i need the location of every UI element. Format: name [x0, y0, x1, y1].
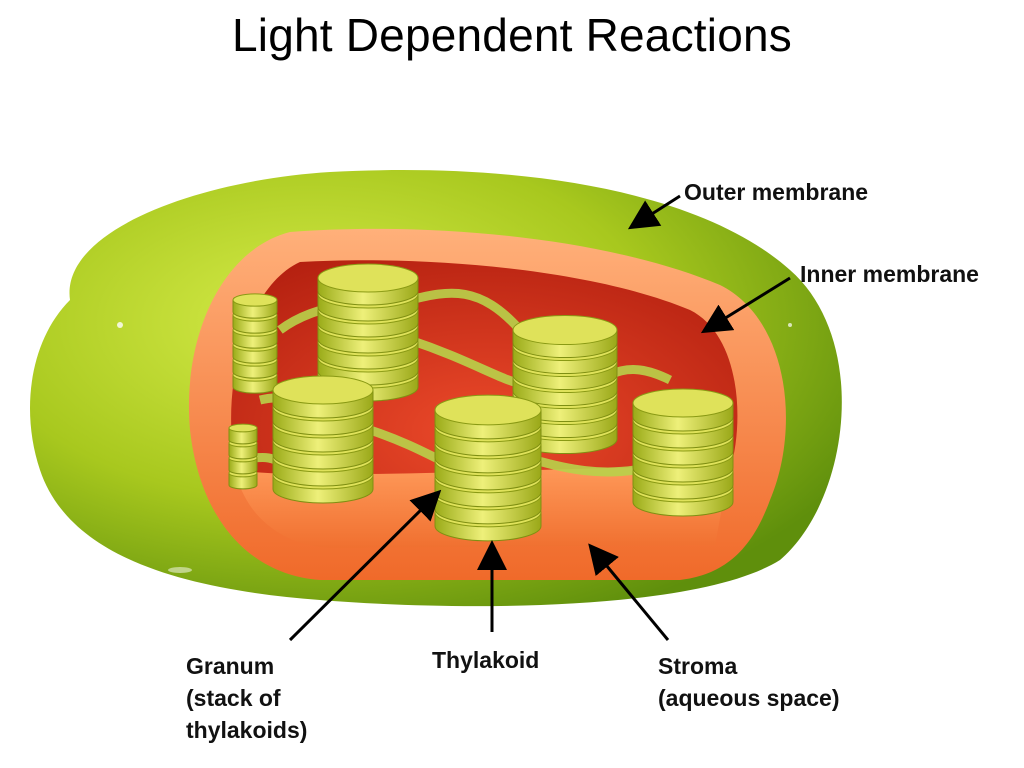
granum-label-line-3: thylakoids) — [186, 717, 308, 743]
granum-front-center — [434, 394, 542, 542]
granum-left-edge — [228, 423, 258, 490]
stroma-label-line-1: Stroma — [658, 653, 738, 679]
granum-back-left — [232, 293, 278, 394]
inner-membrane-label: Inner membrane — [800, 261, 979, 287]
outer-membrane-label: Outer membrane — [684, 179, 869, 205]
thylakoid-label: Thylakoid — [432, 647, 540, 673]
thylakoid-disc-top — [232, 293, 278, 307]
granum-label-line-1: Granum — [186, 653, 275, 679]
granum-right — [632, 388, 734, 517]
outer-membrane-arrow — [627, 194, 681, 230]
granum-front-left — [272, 375, 374, 504]
granum-label: Granum (stack of thylakoids) — [186, 650, 307, 746]
thylakoid-disc — [228, 457, 258, 475]
thylakoid-disc — [228, 472, 258, 490]
grana-stacks — [228, 263, 734, 542]
granum-label-line-2: (stack of — [186, 685, 281, 711]
granum-back-center — [317, 263, 419, 402]
granum-arrow — [288, 489, 442, 642]
thylakoid-disc-top — [632, 388, 734, 418]
thylakoid-disc-top — [272, 375, 374, 405]
stroma-arrow — [588, 543, 670, 641]
inner-membrane-arrow — [700, 276, 791, 334]
thylakoid-disc-top — [228, 423, 258, 433]
thylakoid-disc — [228, 427, 258, 445]
stroma-label: Stroma (aqueous space) — [658, 650, 840, 714]
thylakoid-disc-top — [434, 394, 542, 426]
slide-title: Light Dependent Reactions — [232, 9, 792, 61]
stroma-label-line-2: (aqueous space) — [658, 685, 840, 711]
thylakoid-disc-top — [512, 314, 618, 346]
thylakoid-disc-top — [317, 263, 419, 293]
thylakoid-disc — [228, 442, 258, 460]
label-arrows — [288, 194, 791, 642]
